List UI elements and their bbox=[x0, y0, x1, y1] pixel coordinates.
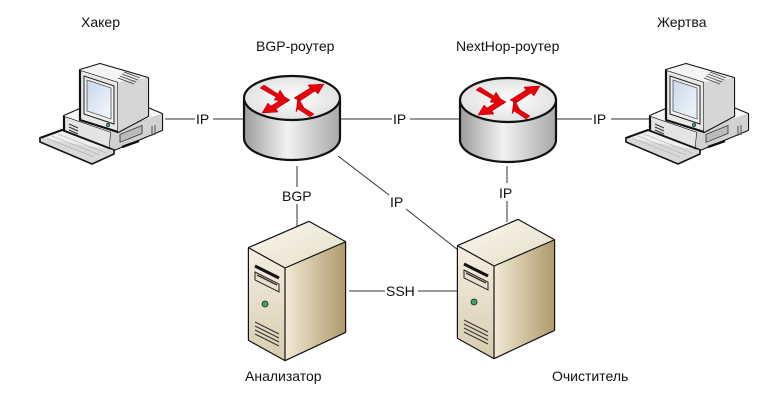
link-label-nexthop-cleaner: IP bbox=[499, 185, 512, 201]
analyzer-label: Анализатор bbox=[245, 368, 322, 384]
bgp-router-label: BGP-роутер bbox=[256, 38, 335, 54]
analyzer-server-icon[interactable] bbox=[247, 220, 347, 362]
link-label-bgp-nexthop: IP bbox=[393, 111, 406, 127]
bgp-router-icon[interactable] bbox=[242, 74, 342, 162]
link-label-nexthop-victim: IP bbox=[593, 111, 606, 127]
cleaner-label: Очиститель bbox=[552, 368, 628, 384]
cleaner-server-icon[interactable] bbox=[456, 218, 556, 360]
hacker-workstation-icon[interactable] bbox=[38, 62, 164, 166]
hacker-label: Хакер bbox=[81, 14, 120, 30]
link-label-hacker-bgp: IP bbox=[196, 111, 209, 127]
link-label-analyzer-cleaner: SSH bbox=[386, 283, 415, 299]
link-bgp-cleaner bbox=[337, 155, 390, 196]
nexthop-router-icon[interactable] bbox=[458, 76, 558, 164]
victim-label: Жертва bbox=[657, 14, 707, 30]
link-label-bgp-cleaner: IP bbox=[390, 194, 403, 210]
link-bgp-cleaner-2 bbox=[405, 208, 459, 251]
link-label-bgp-analyzer: BGP bbox=[282, 188, 312, 204]
nexthop-router-label: NextHop-роутер bbox=[456, 38, 560, 54]
victim-workstation-icon[interactable] bbox=[624, 62, 750, 166]
